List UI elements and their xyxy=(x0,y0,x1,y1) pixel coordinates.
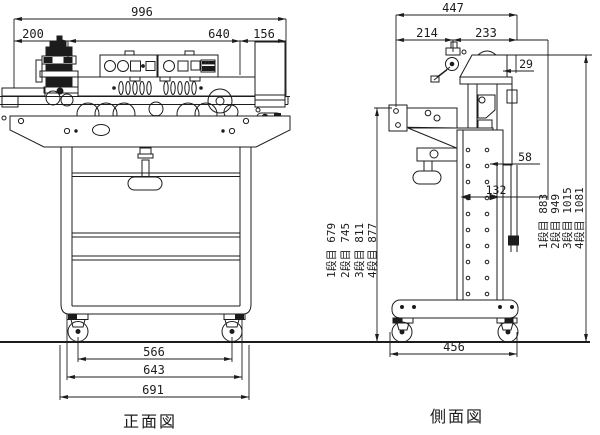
dim-643: 643 xyxy=(143,363,165,377)
dim-214: 214 xyxy=(416,26,438,40)
dim-200: 200 xyxy=(22,27,44,41)
vent-slots xyxy=(112,81,203,95)
dim-156: 156 xyxy=(253,27,275,41)
table-height-labels: 1段目 679 2段目 745 3段目 811 4段目 877 xyxy=(324,223,379,278)
dim-447: 447 xyxy=(442,1,464,15)
side-adjust-knob xyxy=(412,147,458,185)
dim-456: 456 xyxy=(443,340,465,354)
sealing-unit xyxy=(35,35,79,107)
dimension-lines xyxy=(13,13,592,400)
table-height-stage2: 2段目 745 xyxy=(338,223,352,278)
overall-height-stage2: 2段目 949 xyxy=(548,194,562,249)
table-height-stage1: 1段目 679 xyxy=(324,223,338,278)
stage-pin xyxy=(508,235,519,246)
front-casters xyxy=(66,313,246,342)
panel-knobs xyxy=(104,59,216,73)
stand-column xyxy=(456,129,504,303)
front-view-machine xyxy=(0,35,291,342)
overall-height-stage3: 3段目 1015 xyxy=(560,187,574,249)
front-view-title: 正面図 xyxy=(123,412,177,431)
dim-29: 29 xyxy=(519,57,533,71)
overall-height-labels: 1段目 883 2段目 949 3段目 1015 4段目 1081 xyxy=(536,187,586,249)
dim-691: 691 xyxy=(142,383,164,397)
side-view-machine xyxy=(388,41,519,343)
overall-height-stage1: 1段目 883 xyxy=(536,194,550,249)
dim-640: 640 xyxy=(208,27,230,41)
dim-132: 132 xyxy=(486,183,507,197)
side-casters xyxy=(391,317,519,343)
stand-frame xyxy=(60,147,252,315)
dimension-labels: 996 200 640 156 447 214 233 29 58 132 56… xyxy=(22,1,533,397)
side-view-title: 側面図 xyxy=(430,407,484,426)
base-plate xyxy=(1,115,291,148)
height-adjust-handle xyxy=(127,147,163,191)
table-height-stage3: 3段目 811 xyxy=(352,223,366,278)
dim-996: 996 xyxy=(131,5,153,19)
sealer-head xyxy=(459,54,508,78)
side-base xyxy=(391,299,519,319)
dim-233: 233 xyxy=(475,26,497,40)
belt-pulley xyxy=(445,57,459,71)
dim-566: 566 xyxy=(143,345,165,359)
table-height-stage4: 4段目 877 xyxy=(365,223,379,278)
overall-height-stage4: 4段目 1081 xyxy=(572,187,586,249)
dim-58: 58 xyxy=(518,150,532,164)
